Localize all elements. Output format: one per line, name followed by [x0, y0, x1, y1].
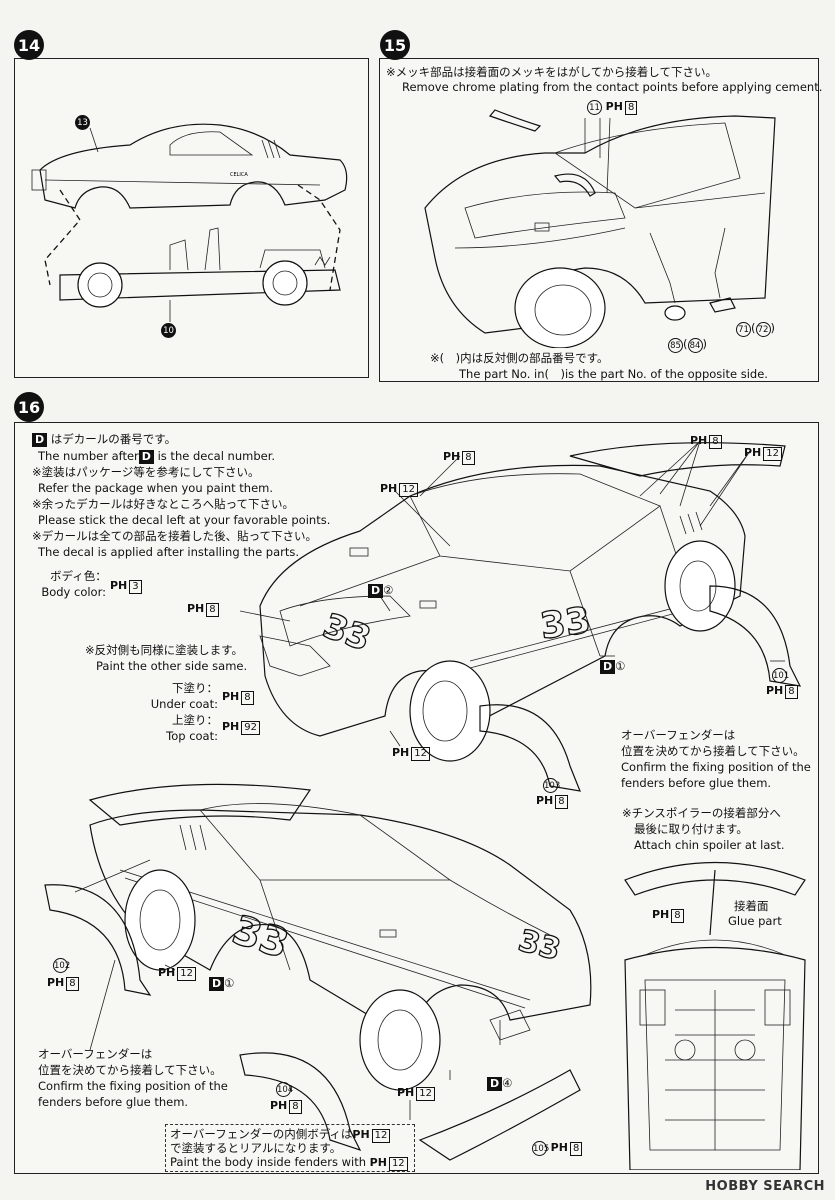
step15-note-en: Remove chrome plating from the contact p…: [402, 80, 823, 94]
step15-footer-en: The part No. in( )is the part No. of the…: [459, 367, 768, 381]
step-14-badge: 14: [14, 30, 44, 60]
step15-mirror-71-label: 71(72): [736, 320, 775, 337]
chin-note-jp-b: 最後に取り付けます。: [634, 822, 748, 836]
top-en: Top coat:: [166, 729, 218, 743]
step-16-upper-car: 33 33: [240, 440, 802, 792]
label-part-104: 104: [276, 1080, 293, 1097]
decal-note-jp: D はデカールの番号です。: [32, 431, 176, 447]
step-16-lower-car: 33 33: [44, 783, 592, 1161]
step-14-panel: [14, 58, 369, 378]
under-jp: 下塗り：: [172, 681, 218, 695]
label-part-102: 102: [53, 956, 70, 973]
chin-note-en: Attach chin spoiler at last.: [634, 838, 785, 852]
inner-fender-note: [165, 1124, 415, 1172]
fender-note-upper-jp-b: 位置を決めてから接着して下さい。: [621, 744, 805, 758]
body-color-jp: ボディ色：: [50, 569, 107, 583]
glue-part-jp: 接着面: [734, 899, 769, 913]
under-en: Under coat:: [150, 697, 218, 711]
chin-spoiler-underside-diagram: [624, 861, 806, 1170]
fender-note-upper-en-b: fenders before glue them.: [621, 776, 772, 790]
fender-note-lower-en-a: Confirm the fixing position of the: [38, 1079, 228, 1093]
lower-car-number-hood: 33: [515, 923, 564, 968]
fender-note-lower-en-b: fenders before glue them.: [38, 1095, 189, 1109]
after-en: The decal is applied after installing th…: [38, 545, 300, 559]
step15-mirror-85-label: 85(84): [668, 336, 707, 353]
body-color-en: Body color:: [41, 585, 106, 599]
leftover-jp: ※余ったデカールは好きなところへ貼って下さい。: [32, 497, 295, 511]
step-16-badge: 16: [14, 392, 44, 422]
after-jp: ※デカールは全ての部品を接着した後、貼って下さい。: [32, 529, 318, 543]
svg-text:CELICA: CELICA: [230, 172, 248, 178]
step-15-diagram: [424, 109, 776, 348]
fender-note-upper-en-a: Confirm the fixing position of the: [621, 760, 811, 774]
fender-note-lower-jp-a: オーバーフェンダーは: [38, 1047, 153, 1061]
step15-note-jp: ※メッキ部品は接着面のメッキをはがしてから接着して下さい。: [386, 65, 717, 79]
upper-car-number-door: 33: [538, 600, 593, 648]
inner-note-jp-b: で塗装するとリアルになります。: [170, 1141, 342, 1155]
watermark: HOBBY SEARCH: [705, 1179, 825, 1194]
step-14-diagram: CELICA: [31, 123, 348, 322]
step-15-badge: 15: [380, 30, 410, 60]
leftover-en: Please stick the decal left at your favo…: [38, 513, 331, 527]
fender-note-lower-jp-b: 位置を決めてから接着して下さい。: [38, 1063, 222, 1077]
top-jp: 上塗り：: [172, 713, 218, 727]
upper-car-number-hood: 33: [318, 606, 376, 660]
chin-note-jp-a: ※チンスポイラーの接着部分へ: [622, 806, 781, 820]
step14-part-13: 13: [75, 110, 90, 130]
lower-car-number-door: 33: [227, 907, 294, 968]
fender-note-upper-jp-a: オーバーフェンダーは: [621, 728, 736, 742]
other-side-en: Paint the other side same.: [96, 659, 248, 673]
glue-part-en: Glue part: [728, 914, 782, 928]
step15-footer-jp: ※( )内は反対側の部品番号です。: [430, 351, 609, 365]
paint-ref-jp: ※塗装はパッケージ等を参考にして下さい。: [32, 465, 260, 479]
other-side-jp: ※反対側も同様に塗装します。: [85, 643, 243, 657]
paint-ref-en: Refer the package when you paint them.: [38, 481, 274, 495]
label-part-101: 101: [772, 666, 789, 683]
label-part-103: 103: [543, 776, 560, 793]
step14-part-10: 10: [161, 318, 176, 338]
